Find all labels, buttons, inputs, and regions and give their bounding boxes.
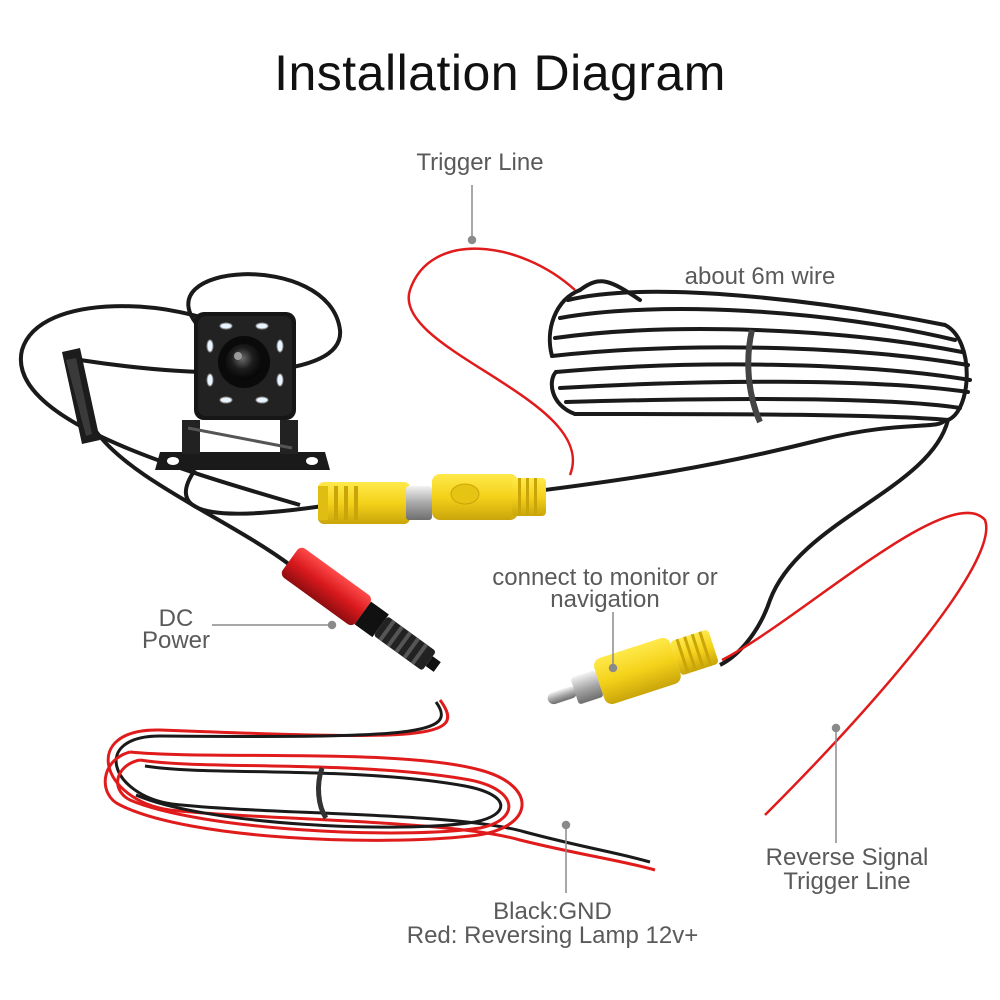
label-trigger-line: Trigger Line [416, 149, 544, 176]
video-cable [544, 418, 947, 492]
power-lead-tie [316, 767, 329, 820]
cable-coil-tie [745, 329, 763, 424]
reverse-signal-wire [721, 511, 988, 816]
leader-lines [212, 185, 841, 893]
diagram-title: Installation Diagram [274, 45, 726, 101]
camera-leds [206, 322, 284, 404]
label-dc-power: DC Power [141, 605, 211, 654]
rca-cable [719, 419, 950, 667]
dc-power-connector [281, 547, 441, 672]
cable-splitter [62, 348, 100, 444]
power-branch-cable [93, 428, 292, 567]
camera-cable [183, 468, 331, 516]
label-wire-length: about 6m wire [684, 263, 836, 290]
label-ground: Black:GND Red: Reversing Lamp 12v+ [406, 898, 699, 949]
label-monitor: connect to monitor or navigation [492, 564, 718, 613]
camera-bracket [155, 452, 330, 470]
camera-lens [226, 344, 262, 380]
rca-plug [547, 630, 719, 705]
power-lead-loop [103, 699, 656, 872]
cable-coil [547, 279, 972, 422]
label-reverse-signal: Reverse Signal Trigger Line [765, 844, 929, 895]
rear-camera [155, 312, 330, 470]
video-connector-pair [318, 474, 546, 524]
camera-cable-loop [18, 304, 301, 507]
trigger-line-wire [407, 247, 576, 476]
